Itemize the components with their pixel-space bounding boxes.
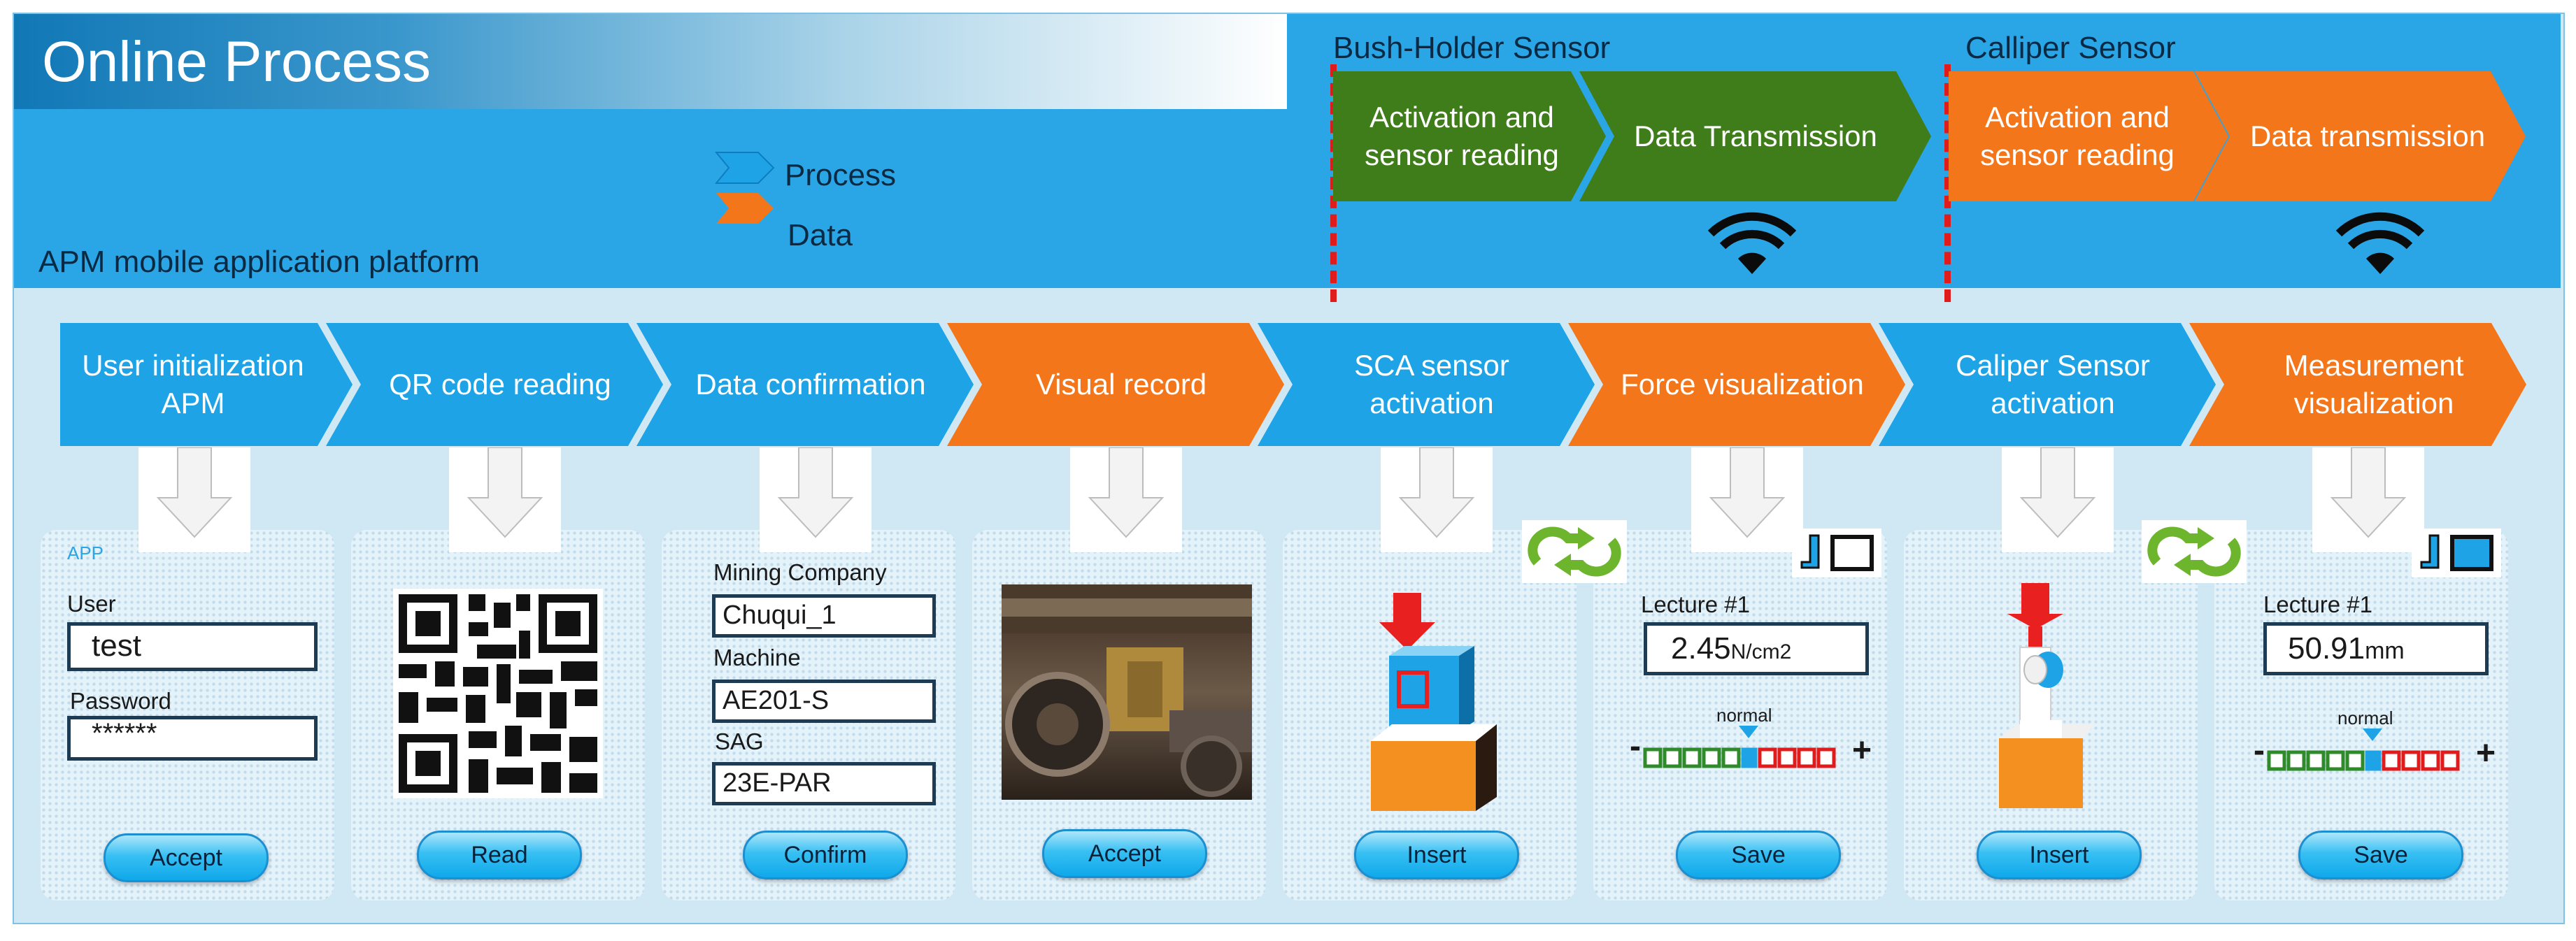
sag-field[interactable]: 23E-PAR [712, 762, 936, 805]
flow-label-user-initialization: User initialization APM [82, 349, 304, 419]
bush-transmission-chevron [1579, 71, 1931, 201]
force-normal-label: normal [1716, 705, 1772, 726]
flow-label-visual-record: Visual record [1035, 368, 1207, 401]
panel-force [1593, 530, 1887, 900]
calliper-activation-chevron [1949, 71, 2228, 201]
mining-company-field[interactable]: Chuqui_1 [712, 594, 936, 638]
measure-value-field: 50.91mm [2263, 622, 2489, 675]
accept-button[interactable]: Accept [1042, 829, 1207, 878]
measure-unit: mm [2365, 638, 2405, 664]
measure-value: 50.91 [2288, 631, 2365, 666]
title-bar [14, 14, 1287, 109]
refresh-sync-icon[interactable] [2142, 520, 2247, 583]
flow-chevron-5 [1258, 323, 1595, 446]
bush-transmission-label: Data Transmission [1634, 120, 1877, 153]
flow-label-measurement-visualization: Measurement visualization [2284, 349, 2464, 419]
down-arrow-icon [1069, 447, 1183, 553]
bush-activation-chevron [1333, 71, 1606, 201]
calliper-transmission-chevron [2195, 71, 2526, 201]
calliper-sensor-title: Calliper Sensor [1965, 31, 2176, 65]
flow-chevrons [60, 323, 2526, 446]
app-label: APP [67, 543, 104, 563]
force-scale-bar [1643, 726, 1836, 768]
user-label: User [67, 591, 116, 617]
save-button[interactable]: Save [2298, 831, 2463, 879]
flow-chevron-4 [947, 323, 1284, 446]
flow-chevron-6 [1568, 323, 1905, 446]
force-lecture-label: Lecture #1 [1641, 591, 1750, 617]
measure-minus-sign: - [2254, 732, 2265, 769]
password-label: Password [70, 688, 171, 714]
sensor-insert-illustration [1371, 593, 1497, 811]
mining-company-label: Mining Company [713, 559, 887, 585]
force-minus-sign: - [1630, 728, 1641, 765]
measure-normal-label: normal [2337, 707, 2393, 728]
qr-code-image [393, 589, 603, 798]
force-value: 2.45 [1671, 631, 1731, 666]
force-unit: N/cm2 [1730, 640, 1792, 663]
machine-field[interactable]: AE201-S [712, 680, 936, 723]
down-arrow-icon [2001, 447, 2114, 553]
wireless-signal-icon [2335, 212, 2425, 274]
down-arrow-icon [448, 447, 562, 553]
calliper-activation-label: Activation and sensor reading [1980, 101, 2175, 171]
down-arrow-icon [1691, 447, 1804, 553]
flow-chevron-1 [60, 323, 353, 446]
bush-holder-sensor-title: Bush-Holder Sensor [1333, 31, 1611, 65]
legend-process-label: Process [785, 158, 896, 192]
page-title: Online Process [42, 30, 432, 94]
flow-label-data-confirmation: Data confirmation [695, 368, 926, 401]
force-plus-sign: + [1852, 732, 1872, 769]
password-input[interactable]: ****** [67, 716, 318, 761]
flow-label-qr-code-reading: QR code reading [389, 368, 611, 401]
flow-chevron-2 [326, 323, 663, 446]
flow-chevron-8 [2189, 323, 2526, 446]
down-arrow-icon [759, 447, 872, 553]
save-button[interactable]: Save [1676, 831, 1841, 879]
flow-chevron-7 [1879, 323, 2216, 446]
insert-button[interactable]: Insert [1977, 831, 2142, 879]
calliper-transmission-label: Data transmission [2249, 120, 2486, 153]
sag-label: SAG [715, 728, 764, 754]
machine-photo-image [1002, 584, 1252, 800]
flow-label-force-visualization: Force visualization [1621, 368, 1864, 401]
sensor-chevrons-calliper [1949, 71, 2526, 201]
accept-button[interactable]: Accept [104, 833, 269, 882]
flow-label-sca-activation: SCA sensor activation [1354, 349, 1509, 419]
confirm-button[interactable]: Confirm [743, 831, 908, 879]
measure-plus-sign: + [2476, 735, 2496, 772]
wireless-signal-icon [1707, 212, 1797, 274]
bush-activation-label: Activation and sensor reading [1365, 101, 1559, 171]
down-arrow-icon [138, 447, 251, 553]
machine-label: Machine [713, 645, 801, 670]
red-down-arrow-icon [1379, 593, 1435, 650]
flow-chevron-3 [636, 323, 974, 446]
red-down-arrow-icon [2007, 583, 2063, 629]
sensor-chevrons-bush [1333, 71, 1931, 201]
read-button[interactable]: Read [417, 831, 582, 879]
down-arrow-icon [1380, 447, 1493, 553]
caliper-insert-illustration [1999, 583, 2094, 808]
insert-button[interactable]: Insert [1354, 831, 1519, 879]
refresh-sync-icon[interactable] [1522, 520, 1627, 583]
flow-label-caliper-activation: Caliper Sensor activation [1956, 349, 2150, 419]
platform-label: APM mobile application platform [38, 245, 480, 279]
legend-icons [714, 152, 775, 224]
legend-data-label: Data [788, 218, 853, 252]
legend-data-swatch [716, 193, 774, 224]
red-dashed-divider-2 [1944, 64, 1951, 302]
measure-lecture-label: Lecture #1 [2263, 591, 2372, 617]
measure-scale-bar [2267, 728, 2460, 771]
reading-indicator-active-icon [2412, 529, 2501, 577]
reading-indicator-icon [1792, 529, 1881, 577]
force-value-field: 2.45N/cm2 [1644, 622, 1869, 675]
legend-process-swatch [714, 152, 775, 184]
down-arrow-icon [2312, 447, 2425, 553]
user-input[interactable]: test [67, 622, 318, 671]
